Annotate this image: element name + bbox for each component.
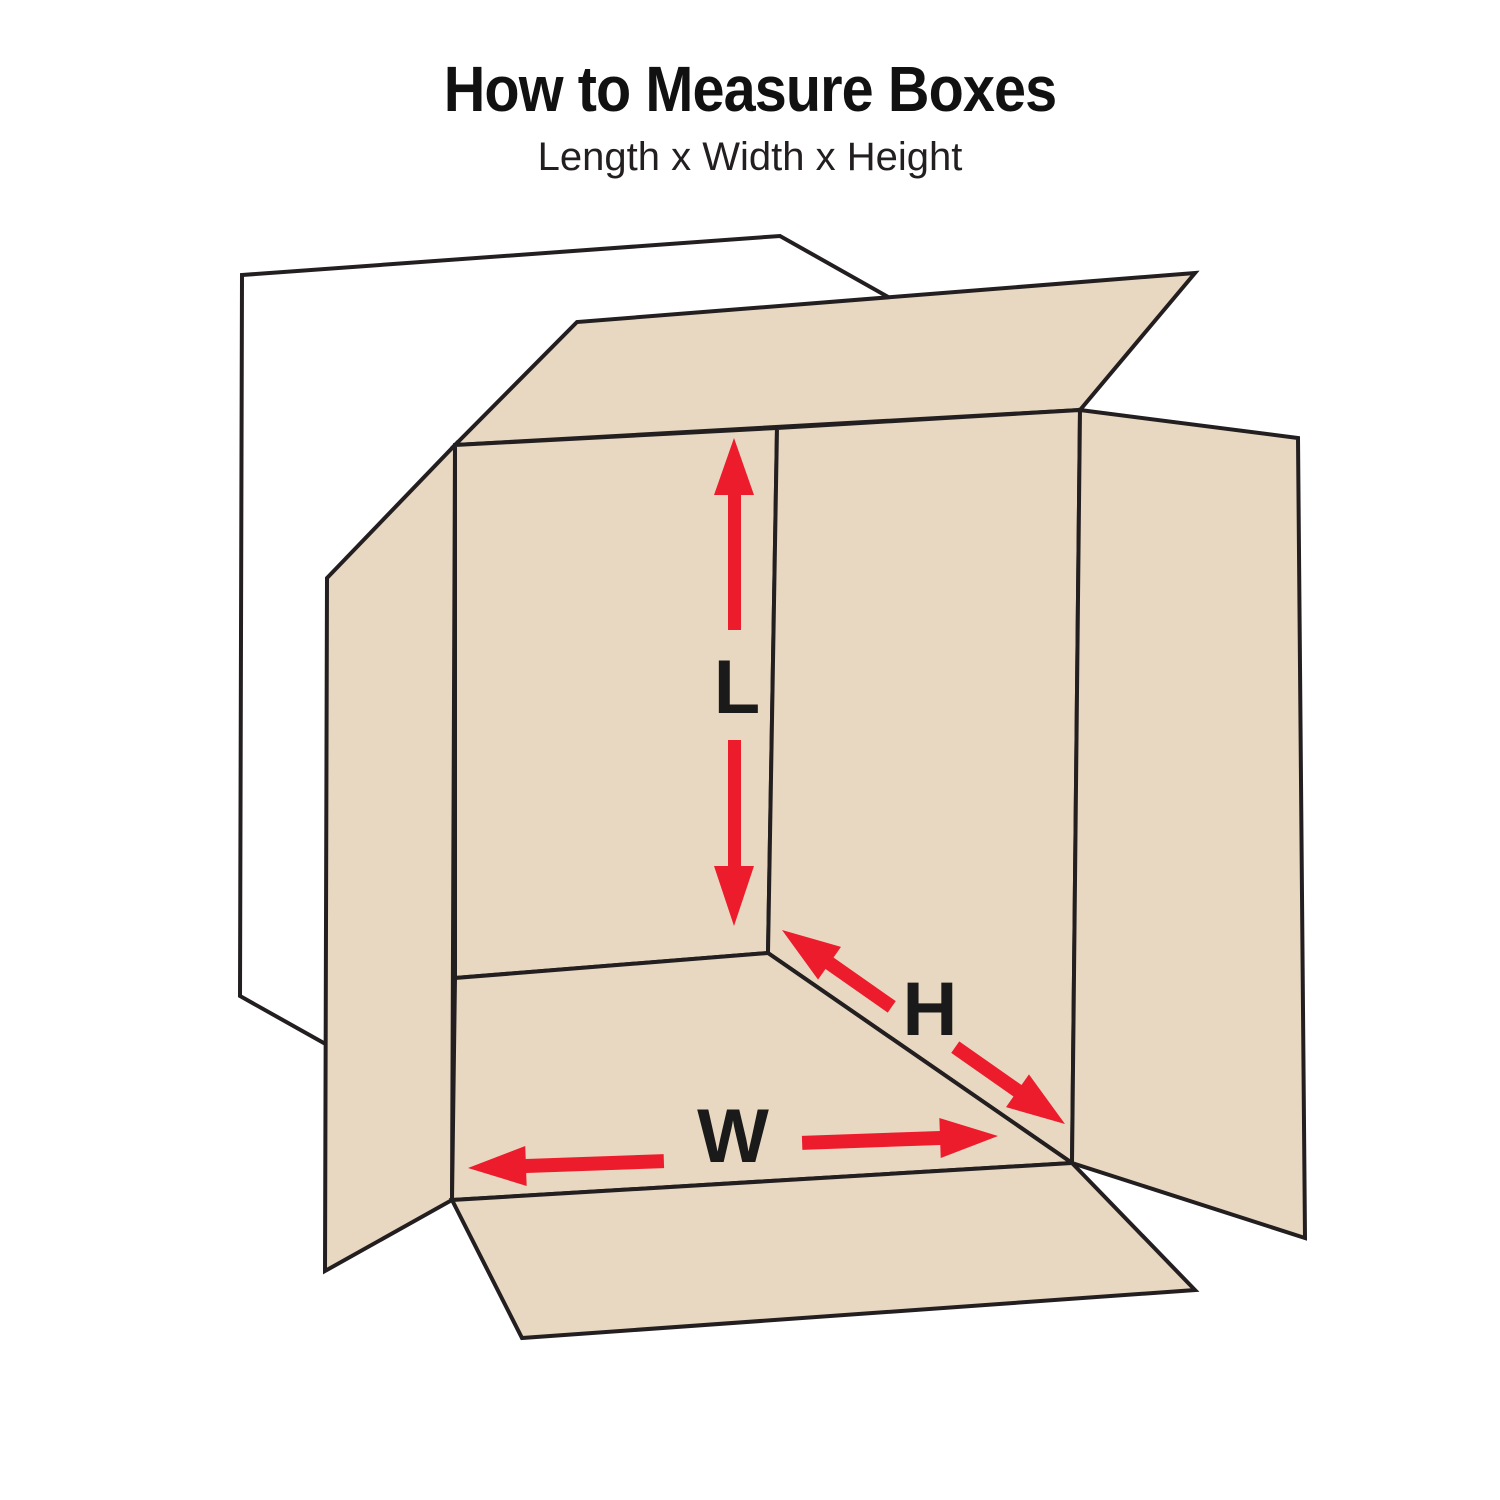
box-left-flap xyxy=(322,440,458,1275)
width-arrow-right xyxy=(801,1118,998,1159)
width-label: W xyxy=(697,1094,769,1179)
height-label: H xyxy=(903,967,958,1052)
width-arrow-left xyxy=(468,1145,665,1186)
length-arrow-up xyxy=(714,438,754,630)
length-label: L xyxy=(714,645,760,730)
length-arrow-down xyxy=(714,740,754,926)
page-title: How to Measure Boxes xyxy=(443,53,1057,125)
height-arrow-front xyxy=(951,1041,1065,1124)
box-right-flap xyxy=(1069,407,1308,1241)
page-subtitle: Length x Width x Height xyxy=(537,135,963,179)
box-bottom-flap xyxy=(448,1160,1200,1341)
height-arrow-back xyxy=(782,930,896,1013)
